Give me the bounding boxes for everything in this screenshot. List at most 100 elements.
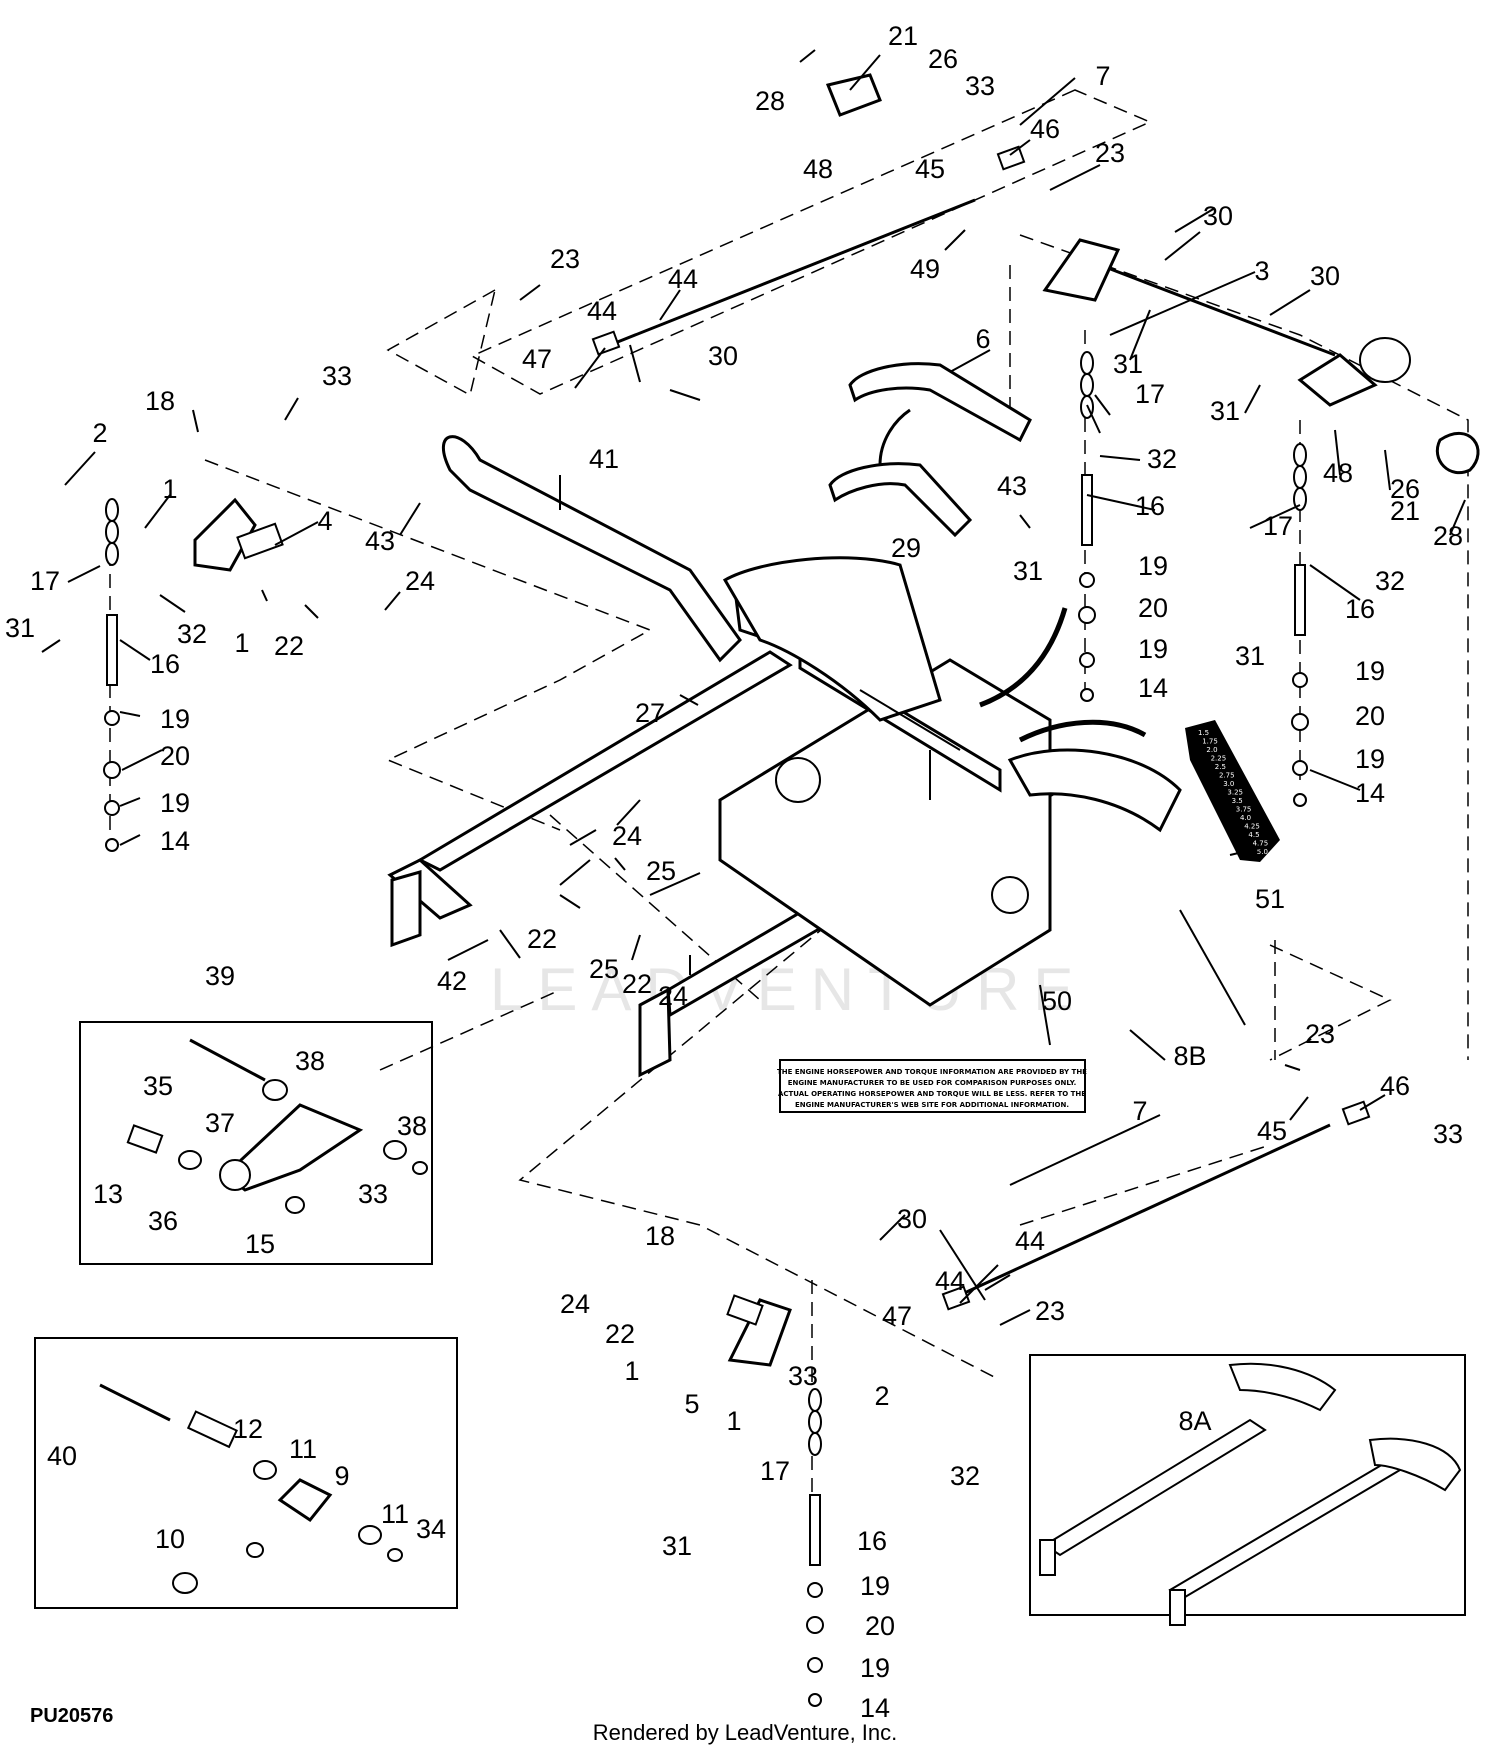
callout-31b: 31 <box>1210 396 1240 426</box>
callout-28b: 28 <box>1433 521 1463 551</box>
frame-8a-mini <box>1039 1362 1462 1626</box>
callout-36: 36 <box>148 1206 178 1236</box>
callout-26a: 26 <box>928 44 958 74</box>
callout-31c: 31 <box>1013 556 1043 586</box>
callout-1b: 1 <box>234 628 249 658</box>
callout-8a: 8A <box>1178 1406 1211 1436</box>
lift-handle-41 <box>442 435 742 663</box>
callout-41: 41 <box>589 444 619 474</box>
callout-31e: 31 <box>1235 641 1265 671</box>
main-frame <box>387 556 1182 1078</box>
callout-10: 10 <box>155 1524 185 1554</box>
callout-20b: 20 <box>160 741 190 771</box>
scale-tick-label: 2.25 <box>1211 755 1227 763</box>
callout-25a: 25 <box>646 856 676 886</box>
callout-19a: 19 <box>1138 551 1168 581</box>
inset-box-40 <box>34 1337 458 1609</box>
figure-code: PU20576 <box>30 1705 113 1727</box>
callout-19e: 19 <box>1355 744 1385 774</box>
callout-19b: 19 <box>1138 634 1168 664</box>
scale-tick-label: 3.0 <box>1223 780 1234 788</box>
callout-16d: 16 <box>857 1526 887 1556</box>
pedal-6 <box>848 362 1032 443</box>
callout-17c: 17 <box>30 566 60 596</box>
callout-50: 50 <box>1042 986 1072 1016</box>
callout-15: 15 <box>245 1229 275 1259</box>
lift-rod-upper <box>591 145 1026 356</box>
svg-text:ENGINE MANUFACTURER TO BE USED: ENGINE MANUFACTURER TO BE USED FOR COMPA… <box>788 1079 1077 1087</box>
callout-11a: 11 <box>289 1434 317 1464</box>
callout-37: 37 <box>205 1108 235 1138</box>
callout-46b: 46 <box>1380 1071 1410 1101</box>
callout-14b: 14 <box>160 826 190 856</box>
callout-23b: 23 <box>550 244 580 274</box>
callout-22c: 22 <box>622 969 652 999</box>
scale-tick-label: 1.75 <box>1202 738 1218 746</box>
height-scale-decal-51: 1.51.752.02.252.52.753.03.253.53.754.04.… <box>1185 720 1280 862</box>
callout-43a: 43 <box>997 471 1027 501</box>
callout-30b: 30 <box>1310 261 1340 291</box>
arrow-icon <box>979 607 1068 708</box>
callout-16b: 16 <box>1345 594 1375 624</box>
callout-4: 4 <box>317 506 332 536</box>
footer-credit: Rendered by LeadVenture, Inc. <box>593 1720 898 1745</box>
svg-text:ACTUAL OPERATING HORSEPOWER AN: ACTUAL OPERATING HORSEPOWER AND TORQUE W… <box>778 1090 1086 1098</box>
callout-22b: 22 <box>527 924 557 954</box>
callout-2b: 2 <box>874 1381 889 1411</box>
watermark: LEADVENTURE <box>490 956 1087 1023</box>
callout-20c: 20 <box>1355 701 1385 731</box>
callout-46a: 46 <box>1030 114 1060 144</box>
chain-assembly-right-a <box>1078 351 1096 702</box>
scale-tick-label: 5.0 <box>1257 848 1268 856</box>
callout-24c: 24 <box>658 981 688 1011</box>
callout-25b: 25 <box>589 954 619 984</box>
callout-33a: 33 <box>965 71 995 101</box>
callout-32a: 32 <box>1147 444 1177 474</box>
pedal-29 <box>828 462 973 538</box>
scale-tick-label: 2.0 <box>1206 746 1217 754</box>
callout-14d: 14 <box>860 1693 890 1723</box>
lift-rod-lower <box>941 1100 1371 1311</box>
link-assembly-39 <box>126 1038 428 1214</box>
callout-13: 13 <box>93 1179 123 1209</box>
scale-tick-label: 4.5 <box>1248 831 1259 839</box>
arrow-icon <box>878 408 911 466</box>
callout-45a: 45 <box>915 154 945 184</box>
callout-6: 6 <box>975 324 990 354</box>
svg-text:THE ENGINE HORSEPOWER AND TORQ: THE ENGINE HORSEPOWER AND TORQUE INFORMA… <box>777 1068 1087 1076</box>
callout-28a: 28 <box>755 86 785 116</box>
callout-17d: 17 <box>760 1456 790 1486</box>
callout-45b: 45 <box>1257 1116 1287 1146</box>
callout-43b: 43 <box>365 526 395 556</box>
inset-box-8a <box>1029 1354 1466 1616</box>
callout-7b: 7 <box>1132 1096 1147 1126</box>
scale-tick-label: 2.5 <box>1215 763 1226 771</box>
callout-32b: 32 <box>1375 566 1405 596</box>
callout-16a: 16 <box>1135 491 1165 521</box>
inset-box-39 <box>79 1021 433 1265</box>
callout-19h: 19 <box>860 1653 890 1683</box>
chain-assembly-right-b <box>1291 443 1309 807</box>
leader-lines <box>41 49 1466 1326</box>
callout-42: 42 <box>437 966 467 996</box>
callout-33c: 33 <box>1433 1119 1463 1149</box>
callout-18a: 18 <box>145 386 175 416</box>
callout-1c: 1 <box>624 1356 639 1386</box>
callout-44d: 44 <box>935 1266 965 1296</box>
callout-24a: 24 <box>405 566 435 596</box>
callout-27: 27 <box>635 698 665 728</box>
callout-9: 9 <box>334 1461 349 1491</box>
callout-30a: 30 <box>1203 201 1233 231</box>
decal-50: THE ENGINE HORSEPOWER AND TORQUE INFORMA… <box>777 1059 1087 1113</box>
callout-23a: 23 <box>1095 138 1125 168</box>
callout-24b: 24 <box>612 821 642 851</box>
chain-assembly-left <box>103 498 121 852</box>
callout-17b: 17 <box>1263 511 1293 541</box>
callout-19g: 19 <box>860 1571 890 1601</box>
callout-22d: 22 <box>605 1319 635 1349</box>
callout-23d: 23 <box>1035 1296 1065 1326</box>
callout-31d: 31 <box>5 613 35 643</box>
callout-18b: 18 <box>645 1221 675 1251</box>
callout-3: 3 <box>1254 256 1269 286</box>
